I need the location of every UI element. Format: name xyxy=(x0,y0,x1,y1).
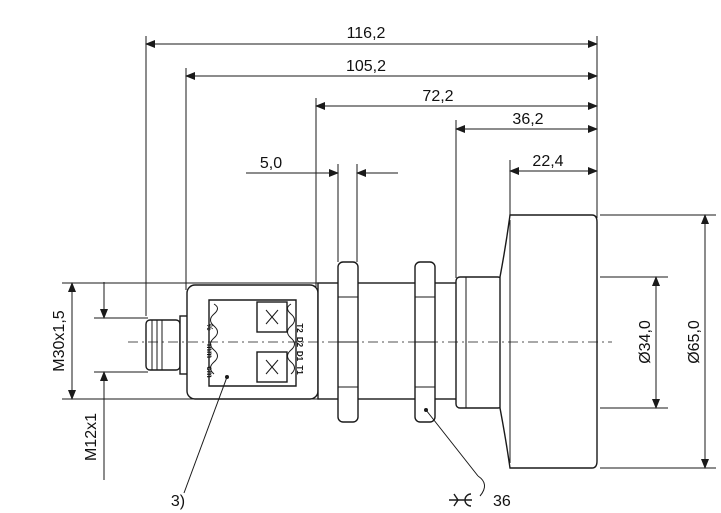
label-t1: T1 xyxy=(295,365,304,375)
wrench-icon xyxy=(449,493,472,507)
dim-nut-width: 5,0 xyxy=(260,155,282,172)
button-bottom xyxy=(256,351,288,383)
dim-length-from-connector: 105,2 xyxy=(346,58,386,75)
dim-length-from-flange: 36,2 xyxy=(512,111,543,128)
sensor-head xyxy=(499,214,598,469)
dim-length-from-thread: 72,2 xyxy=(422,88,453,105)
callout-36-leader xyxy=(424,408,485,497)
label-t2: T2 xyxy=(295,323,304,333)
label-d1: D1 xyxy=(295,351,304,362)
dim-thread-spec: M30x1,5 xyxy=(51,310,68,371)
dim-inner-diameter: Ø34,0 xyxy=(637,320,654,364)
dim-head-length: 22,4 xyxy=(532,153,563,170)
label-d2: D2 xyxy=(295,337,304,348)
flange xyxy=(455,276,503,409)
callout-3-leader xyxy=(183,375,229,494)
m12-connector xyxy=(145,315,189,375)
label-mm: mm xyxy=(205,344,214,358)
label-percent: % xyxy=(205,323,214,330)
right-dimensions xyxy=(600,214,716,469)
button-top xyxy=(256,301,288,333)
length-dimensions xyxy=(145,40,598,177)
sensor-body xyxy=(128,214,612,469)
label-cm: cm xyxy=(205,366,214,378)
dim-outer-diameter: Ø65,0 xyxy=(686,320,703,364)
dim-connector-spec: M12x1 xyxy=(83,413,100,461)
callout-36: 36 xyxy=(493,493,511,510)
dim-overall-length: 116,2 xyxy=(347,25,386,42)
callout-3: 3) xyxy=(171,493,185,510)
